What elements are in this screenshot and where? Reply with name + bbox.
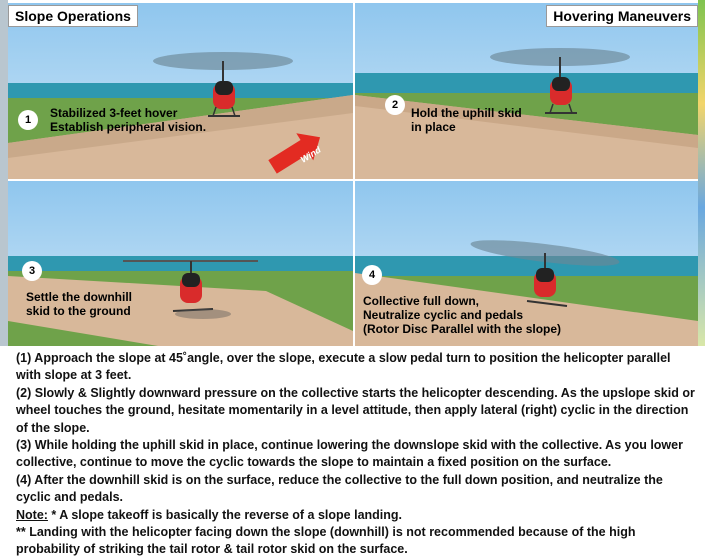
step-badge-1: 1 (18, 110, 38, 130)
panel-4-scene (355, 181, 698, 346)
panel-3: 3 Settle the downhill skid to the ground (8, 181, 353, 346)
step-2-text: (2) Slowly & Slightly downward pressure … (16, 385, 695, 435)
step-badge-3: 3 (22, 261, 42, 281)
panel-2-scene (355, 3, 698, 179)
wind-arrow-icon (268, 133, 321, 174)
panel-2: 2 Hold the uphill skid in place (355, 3, 698, 179)
header-hovering-maneuvers: Hovering Maneuvers (546, 5, 698, 27)
step-badge-2: 2 (385, 95, 405, 115)
panel-3-caption: Settle the downhill skid to the ground (26, 290, 133, 318)
right-edge-strip (698, 0, 705, 346)
note-label: Note: (16, 507, 48, 522)
note-2-text: ** Landing with the helicopter facing do… (16, 525, 636, 557)
panel-1-scene: Wind (8, 3, 353, 179)
panel-1: Wind 1 Stabilized 3-feet hover Establish… (8, 3, 353, 179)
left-edge-strip (0, 0, 8, 346)
step-4-text: (4) After the downhill skid is on the su… (16, 472, 663, 505)
panel-4-caption: Collective full down, Neutralize cyclic … (363, 294, 562, 336)
instructions-text: (1) Approach the slope at 45˚angle, over… (16, 350, 696, 559)
step-3-text: (3) While holding the uphill skid in pla… (16, 438, 683, 470)
panel-4: 4 Collective full down, Neutralize cycli… (355, 181, 698, 346)
illustration-grid: Wind 1 Stabilized 3-feet hover Establish… (8, 3, 698, 346)
header-slope-operations: Slope Operations (8, 5, 138, 27)
panel-1-caption: Stabilized 3-feet hover Establish periph… (50, 106, 207, 134)
panel-3-scene (8, 181, 353, 346)
note-text: * A slope takeoff is basically the rever… (47, 507, 403, 522)
step-badge-4: 4 (362, 265, 382, 285)
step-1-text: (1) Approach the slope at 45˚angle, over… (16, 351, 671, 383)
panel-2-caption: Hold the uphill skid in place (411, 106, 522, 134)
note-line: Note: * A slope takeoff is basically the… (16, 507, 696, 524)
